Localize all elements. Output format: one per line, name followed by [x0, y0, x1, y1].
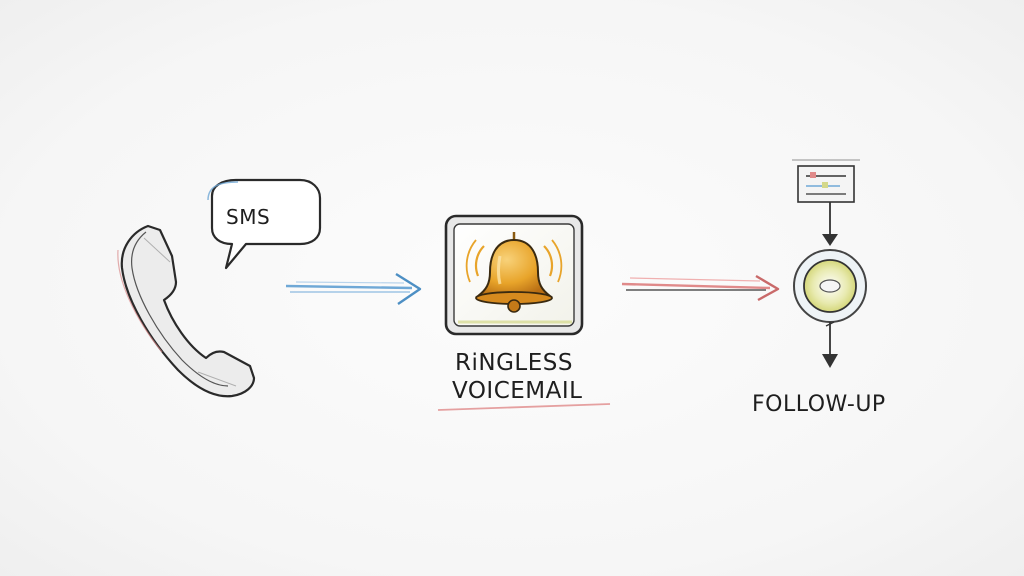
connector-node-to-output: [822, 321, 838, 368]
connector-doc-to-node: [822, 202, 838, 246]
arrow-sms-to-voicemail: [285, 272, 422, 305]
sms-speech-bubble: [207, 178, 322, 270]
followup-document-icon: [792, 159, 860, 203]
phone-handset-icon: [117, 224, 256, 398]
bell-ring-lines: [465, 239, 563, 283]
ringless-voicemail-label-line1: RiNGLESS: [455, 350, 573, 376]
followup-label: FOLLOW-UP: [752, 392, 886, 417]
label-underline: [437, 403, 611, 411]
bell-icon: [475, 232, 553, 313]
ringless-voicemail-label-line2: VOICEMAIL: [452, 378, 583, 404]
arrow-voicemail-to-followup: [621, 274, 780, 302]
sms-label: SMS: [226, 205, 271, 229]
followup-node-icon: [793, 249, 867, 323]
